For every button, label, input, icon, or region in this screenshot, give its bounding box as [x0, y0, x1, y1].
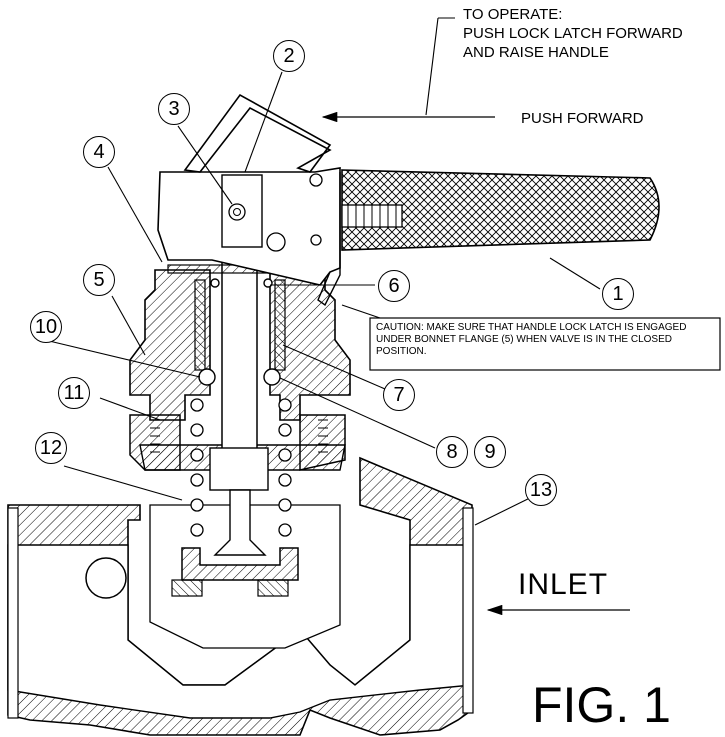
callout-5: 5 [83, 264, 115, 296]
callout-11: 11 [58, 377, 90, 409]
stem [171, 249, 299, 597]
callout-6: 6 [378, 270, 410, 302]
valve-body [7, 444, 474, 736]
callout-3: 3 [158, 93, 190, 125]
callout-1: 1 [602, 278, 634, 310]
callout-4: 4 [83, 136, 115, 168]
figure-label: FIG. 1 [532, 677, 671, 733]
operate-note-line2: PUSH LOCK LATCH FORWARD [463, 25, 683, 42]
callout-12: 12 [35, 432, 67, 464]
callout-7: 7 [383, 379, 415, 411]
spring [190, 398, 292, 537]
callout-2: 2 [273, 40, 305, 72]
handle-head [157, 167, 341, 307]
caution-box [369, 317, 721, 371]
o-rings [198, 278, 281, 386]
callout-13: 13 [525, 474, 557, 506]
handle-grip [341, 169, 660, 251]
callout-9: 9 [474, 436, 506, 468]
lock-latch [183, 93, 332, 173]
body-neck [129, 414, 346, 471]
callout-8: 8 [436, 436, 468, 468]
callout-10: 10 [30, 311, 62, 343]
push-forward-label: PUSH FORWARD [521, 110, 644, 127]
inlet-label: INLET [518, 568, 609, 601]
caution-note: CAUTION: MAKE SURE THAT HANDLE LOCK LATC… [376, 322, 687, 357]
operate-note-line3: AND RAISE HANDLE [463, 44, 609, 61]
operate-note-line1: TO OPERATE: [463, 6, 563, 23]
